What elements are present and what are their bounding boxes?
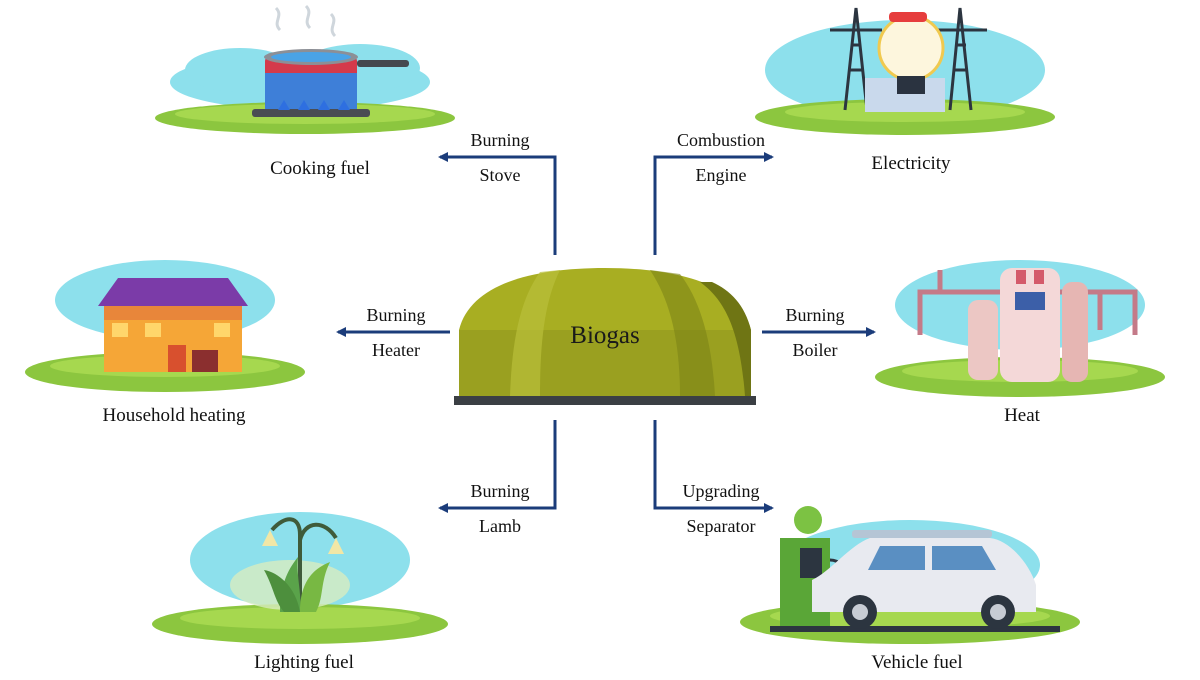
cooking-pot-icon	[155, 4, 455, 134]
cooking-process-label: Burning	[470, 130, 530, 150]
car-charger-icon	[740, 506, 1080, 644]
boiler-icon	[875, 260, 1165, 397]
vehicle-use-label: Vehicle fuel	[871, 652, 963, 673]
vehicle-process-label: Upgrading	[682, 481, 760, 501]
arrow-cooking	[438, 152, 557, 255]
biogas-label: Biogas	[570, 322, 640, 349]
arrows	[336, 152, 876, 513]
cooking-device-label: Stove	[479, 165, 521, 185]
heat-device-label: Boiler	[792, 340, 838, 360]
arrow-electricity	[653, 152, 774, 255]
arrow-lighting	[438, 420, 557, 513]
electricity-process-label: Combustion	[676, 130, 766, 150]
power-tower-bulb-icon	[755, 7, 1055, 135]
electricity-use-label: Electricity	[871, 153, 951, 174]
electricity-device-label: Engine	[695, 165, 747, 185]
household-use-label: Household heating	[102, 405, 246, 426]
household-process-label: Burning	[366, 305, 426, 325]
vehicle-device-label: Separator	[686, 516, 756, 536]
lighting-process-label: Burning	[470, 481, 530, 501]
heat-process-label: Burning	[785, 305, 845, 325]
arrow-vehicle	[653, 420, 774, 513]
lighting-device-label: Lamb	[479, 516, 521, 536]
lighting-use-label: Lighting fuel	[254, 652, 354, 673]
heat-use-label: Heat	[1004, 405, 1040, 426]
biogas-tank	[454, 268, 756, 405]
cooking-use-label: Cooking fuel	[270, 158, 370, 179]
household-device-label: Heater	[372, 340, 420, 360]
street-lamp-plant-icon	[152, 512, 448, 644]
house-icon	[25, 260, 305, 392]
